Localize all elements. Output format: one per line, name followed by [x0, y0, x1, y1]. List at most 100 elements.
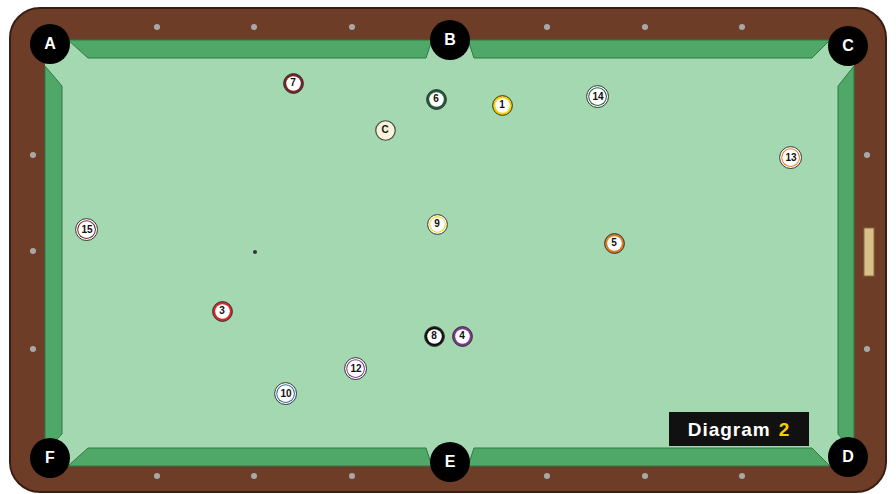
ball-stripe: [78, 221, 97, 240]
diamond-marker: [154, 24, 160, 30]
pocket-letter: E: [445, 454, 456, 470]
cue-ball: C: [375, 120, 396, 141]
cushion: [468, 40, 830, 58]
pocket-letter: D: [842, 449, 854, 465]
ball-number: 9: [434, 219, 440, 229]
diamond-marker: [864, 152, 870, 158]
cue-ball-body: [375, 120, 395, 140]
diamond-marker: [739, 24, 745, 30]
pocket-letter: B: [444, 32, 456, 48]
cushion: [68, 448, 432, 466]
diamond-marker: [251, 24, 257, 30]
label-box: [669, 412, 809, 446]
wood-frame: [10, 8, 886, 492]
ball-number: 7: [290, 78, 296, 88]
number-disc: [783, 150, 800, 167]
cushion: [468, 448, 830, 466]
number-disc: [429, 92, 444, 107]
number-disc: [495, 98, 510, 113]
diamond-marker: [154, 473, 160, 479]
pocket: B: [430, 20, 470, 60]
ball-number: C: [381, 125, 388, 135]
number-disc: [430, 217, 445, 232]
diamond-marker: [544, 24, 550, 30]
ball-stripe: [589, 88, 608, 107]
pocket-hole: [430, 442, 470, 482]
pocket-hole: [30, 438, 70, 478]
pocket-letter: C: [842, 38, 854, 54]
ball-stripe: [277, 385, 296, 404]
ball-number: 6: [433, 94, 439, 104]
pocket-hole: [30, 24, 70, 64]
diamond-marker: [30, 346, 36, 352]
object-ball: 9: [427, 214, 448, 235]
diamond-marker: [30, 152, 36, 158]
ball-body: [76, 219, 98, 241]
ball-body: [424, 326, 444, 346]
diamond-marker: [349, 473, 355, 479]
number-disc: [278, 386, 295, 403]
object-ball: 13: [779, 146, 802, 169]
cushion: [45, 66, 62, 452]
ball-body: [212, 301, 232, 321]
pocket-hole: [430, 20, 470, 60]
object-ball: 7: [283, 73, 304, 94]
ball-stripe: [782, 149, 801, 168]
foot-spot: [253, 250, 257, 254]
object-ball: 10: [274, 382, 297, 405]
pocket: E: [430, 442, 470, 482]
number-disc: [607, 236, 622, 251]
ball-stripe: [347, 360, 366, 379]
diamond-markers: [30, 24, 870, 479]
ball-body: [452, 326, 472, 346]
diagram-label-box: Diagram 2: [669, 412, 809, 446]
pocket: A: [30, 24, 70, 64]
ball-body: [283, 73, 303, 93]
number-disc: [348, 361, 365, 378]
object-ball: 4: [452, 326, 473, 347]
rail-plate: [864, 228, 874, 276]
object-ball: 1: [492, 95, 513, 116]
cushion: [68, 40, 432, 58]
pocket-letter: F: [45, 450, 55, 466]
ball-number: 14: [592, 92, 603, 102]
object-ball: 8: [424, 326, 445, 347]
diamond-marker: [349, 24, 355, 30]
ball-number: 5: [611, 238, 617, 248]
ball-body: [780, 147, 802, 169]
cloth: [45, 40, 854, 466]
object-ball: 15: [75, 218, 98, 241]
number-disc: [455, 329, 470, 344]
ball-number: 4: [459, 331, 465, 341]
pocket-hole: [828, 26, 868, 66]
ball-number: 1: [499, 100, 505, 110]
diamond-marker: [642, 24, 648, 30]
pocket-hole: [828, 437, 868, 477]
diamond-marker: [30, 248, 36, 254]
diagram-title: 2: [779, 420, 791, 439]
object-ball: 3: [212, 301, 233, 322]
ball-body: [275, 383, 297, 405]
cushions: [45, 40, 854, 466]
number-disc: [286, 76, 301, 91]
ball-number: 10: [280, 389, 291, 399]
ball-number: 13: [785, 153, 796, 163]
object-ball: 6: [426, 89, 447, 110]
number-disc: [590, 89, 607, 106]
ball-number: 15: [81, 225, 92, 235]
ball-body: [345, 358, 367, 380]
ball-body: [492, 95, 512, 115]
object-ball: 14: [586, 85, 609, 108]
diagram-title: Diagram: [688, 420, 771, 439]
number-disc: [427, 329, 442, 344]
diamond-marker: [251, 473, 257, 479]
diamond-marker: [864, 346, 870, 352]
number-disc: [215, 304, 230, 319]
ball-body: [604, 233, 624, 253]
pocket: F: [30, 438, 70, 478]
ball-body: [587, 86, 609, 108]
cushion: [838, 66, 854, 452]
diamond-marker: [642, 473, 648, 479]
